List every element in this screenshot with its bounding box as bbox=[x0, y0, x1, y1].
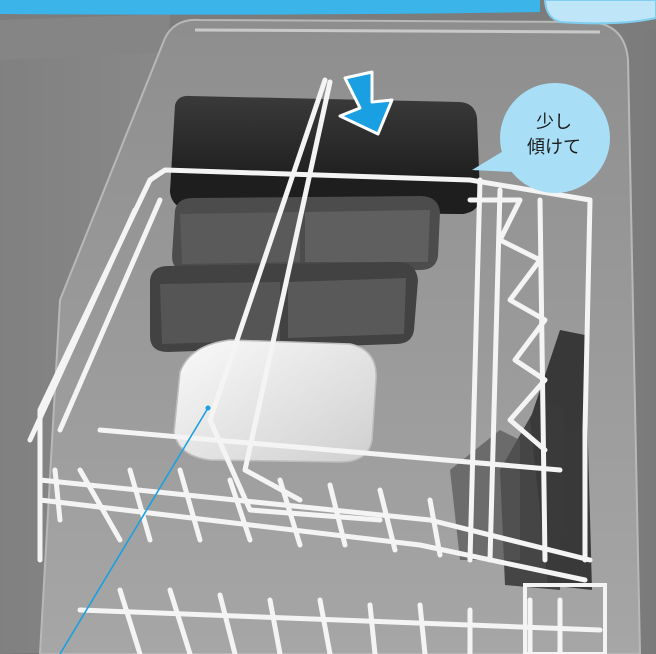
leader-line bbox=[59, 407, 209, 654]
callout-line-2: 傾けて bbox=[527, 137, 581, 158]
upper-rack bbox=[27, 77, 603, 654]
down-right-arrow-icon bbox=[338, 70, 394, 136]
callout-text: 少し 傾けて bbox=[504, 110, 604, 160]
callout-line-1: 少し bbox=[536, 112, 572, 133]
callout-bubble bbox=[500, 83, 610, 193]
header-band bbox=[0, 0, 540, 15]
cutlery-basket bbox=[523, 583, 607, 654]
